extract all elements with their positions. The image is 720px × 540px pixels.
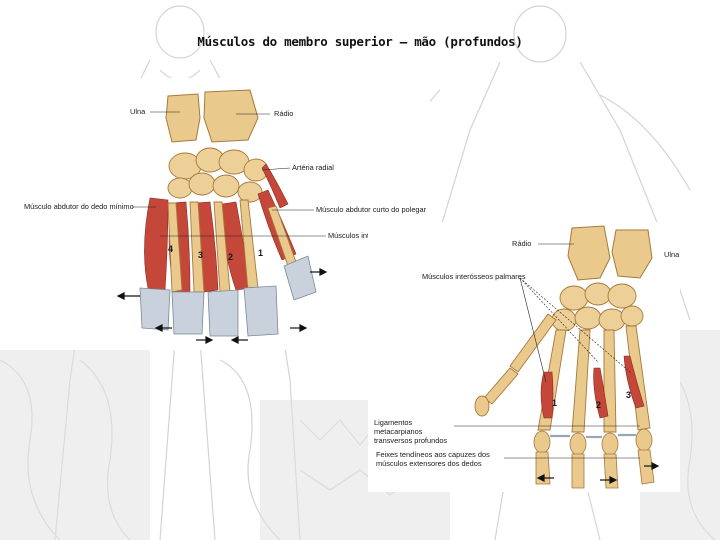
label-palmar-interossei: Músculos interósseos palmares xyxy=(422,272,526,281)
dorsal-number-2: 2 xyxy=(228,252,234,262)
dorsal-hand-panel: Ulna Rádio Artéria radial Músculo abduto… xyxy=(0,78,430,350)
slide-title: Músculos do membro superior – mão (profu… xyxy=(197,34,523,49)
label-abductor-digiti-minimi: Músculo abdutor do dedo mínimo xyxy=(24,202,134,211)
label-radial-artery: Artéria radial xyxy=(292,163,334,172)
label-extensor-tendon-slips: Feixes tendíneos aos capuzes dos músculo… xyxy=(376,450,490,468)
dorsal-hand-illustration xyxy=(0,78,430,350)
label-abductor-pollicis-brevis: Músculo abdutor curto do polegar xyxy=(316,205,427,214)
palmar-hand-panel: Rádio Ulna Músculos interósseos palmares… xyxy=(368,222,680,492)
dorsal-number-4: 4 xyxy=(168,244,174,254)
label-radius-left: Rádio xyxy=(274,109,294,118)
palmar-number-1: 1 xyxy=(552,398,558,408)
palmar-number-3: 3 xyxy=(626,390,632,400)
palmar-number-2: 2 xyxy=(596,400,602,410)
palmar-hand-illustration xyxy=(368,222,680,492)
dorsal-number-3: 3 xyxy=(198,250,204,260)
label-ulna-left: Ulna xyxy=(130,107,146,116)
dorsal-number-1: 1 xyxy=(258,248,264,258)
label-ulna-right: Ulna xyxy=(664,250,680,259)
label-deep-transverse-ligaments: Ligamentos metacarpianos transversos pro… xyxy=(374,418,448,445)
label-radius-right: Rádio xyxy=(512,239,532,248)
